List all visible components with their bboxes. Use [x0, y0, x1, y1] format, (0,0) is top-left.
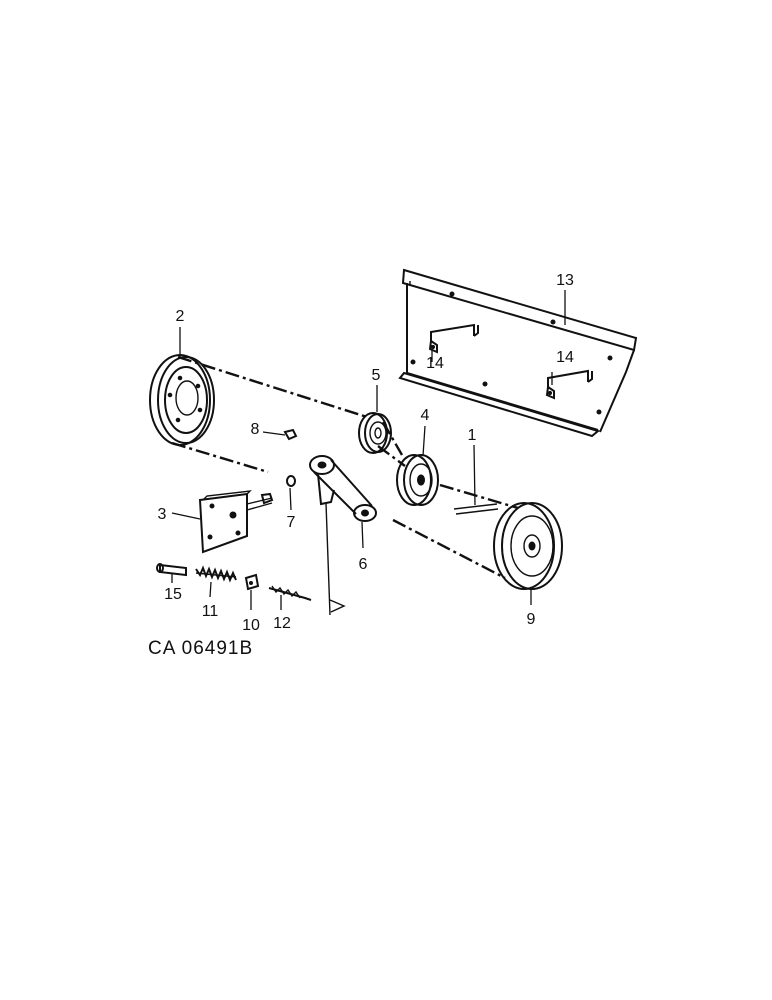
idler-pulley-middle — [396, 454, 439, 506]
idler-arm — [309, 455, 377, 616]
idler-pulley-upper — [358, 412, 392, 454]
callout-14-left: 14 — [426, 355, 444, 372]
callout-5: 5 — [372, 367, 381, 384]
callout-15: 15 — [164, 586, 182, 603]
shield-panel — [398, 268, 638, 438]
callout-9: 9 — [527, 611, 536, 628]
callout-14-right: 14 — [556, 349, 574, 366]
callout-3: 3 — [158, 506, 167, 523]
spring — [195, 565, 237, 583]
callout-7: 7 — [287, 514, 296, 531]
callout-2: 2 — [176, 308, 185, 325]
pin — [156, 563, 187, 577]
callout-6: 6 — [359, 556, 368, 573]
nut — [283, 428, 298, 441]
reference-code: CA 06491B — [148, 638, 253, 659]
callout-12: 12 — [273, 615, 291, 632]
shield-handle-left — [428, 323, 479, 354]
washer — [244, 573, 260, 591]
callout-13: 13 — [556, 272, 574, 289]
drive-pulley — [149, 354, 215, 446]
shield-handle-right — [545, 369, 593, 400]
callout-1: 1 — [468, 427, 477, 444]
mounting-bracket — [198, 490, 274, 554]
callout-8: 8 — [251, 421, 260, 438]
driven-pulley — [493, 502, 563, 590]
callout-4: 4 — [421, 407, 430, 424]
callout-10: 10 — [242, 617, 260, 634]
leader-lines — [171, 290, 566, 610]
callout-11: 11 — [202, 603, 219, 620]
bushing — [286, 475, 296, 487]
rod — [268, 585, 312, 601]
